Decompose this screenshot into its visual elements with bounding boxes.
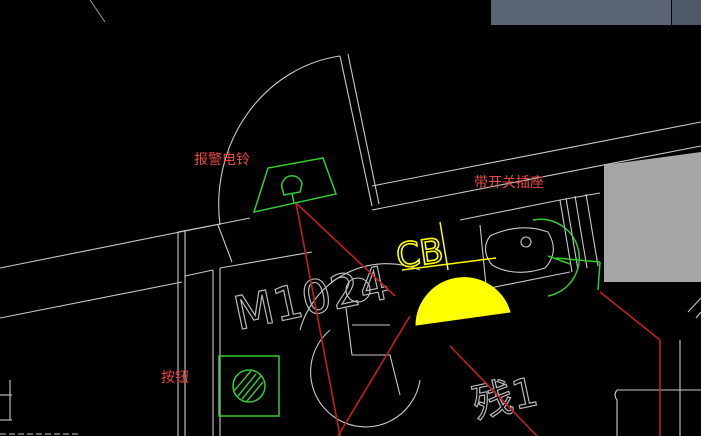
overlay-panel[interactable]	[491, 0, 671, 25]
switch-socket-annotation: 带开关插座	[474, 175, 544, 191]
hatch-column	[604, 152, 701, 282]
washbasin	[479, 224, 554, 286]
wheelchair-icon	[299, 263, 421, 428]
bell-symbol-icon	[252, 157, 337, 214]
wall-line	[89, 0, 106, 23]
alarm-bell-annotation: 报警电铃	[194, 152, 250, 168]
room-tag: 残1	[469, 369, 543, 428]
walls	[0, 53, 701, 436]
cb-label: CB	[394, 231, 446, 277]
yellow-half-circle-icon	[401, 221, 511, 326]
hatched-circle-button-icon[interactable]	[218, 355, 280, 417]
door-tag: M1024	[229, 255, 394, 340]
socket-symbol-icon	[532, 218, 601, 297]
wiring	[295, 202, 661, 436]
overlay-panel-right[interactable]	[672, 0, 701, 25]
push-button-annotation: 按钮	[161, 370, 189, 386]
